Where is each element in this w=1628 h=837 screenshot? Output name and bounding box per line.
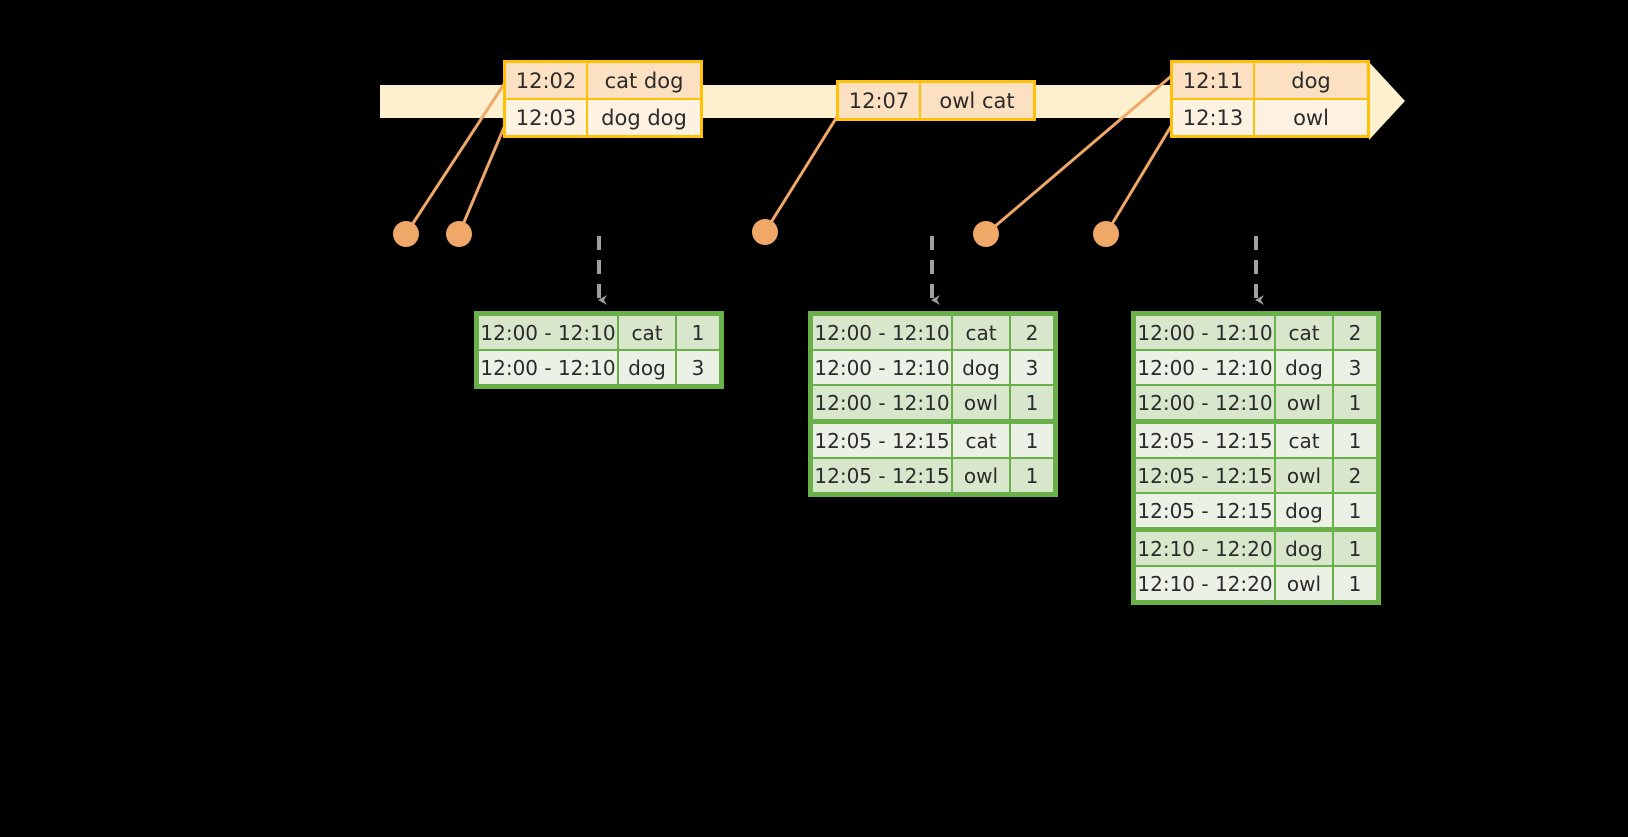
result-cell-window: 12:05 - 12:15 <box>1136 424 1274 457</box>
result-cell-count: 1 <box>1011 386 1053 419</box>
event-time: 12:07 <box>839 83 921 118</box>
event-text: owl <box>1255 100 1367 135</box>
result-cell-window: 12:00 - 12:10 <box>1136 351 1274 384</box>
result-cell-word: cat <box>953 316 1009 349</box>
event-time: 12:03 <box>506 100 588 135</box>
result-cell-word: dog <box>1276 494 1332 527</box>
event-row[interactable]: 12:02 cat dog <box>506 63 700 98</box>
result-cell-window: 12:05 - 12:15 <box>1136 494 1274 527</box>
result-cell-window: 12:00 - 12:10 <box>1136 316 1274 349</box>
result-cell-window: 12:00 - 12:10 <box>1136 386 1274 419</box>
connector-2 <box>457 117 510 235</box>
event-text: dog <box>1255 63 1367 98</box>
connector-5 <box>1104 117 1178 235</box>
marker-dot-2 <box>446 221 472 247</box>
result-cell-window: 12:05 - 12:15 <box>1136 459 1274 492</box>
result-cell-count: 1 <box>1334 494 1376 527</box>
connector-3 <box>763 111 842 233</box>
result-cell-count: 3 <box>1011 351 1053 384</box>
result-cell-count: 1 <box>1334 567 1376 600</box>
event-time: 12:13 <box>1173 100 1255 135</box>
result-cell-count: 3 <box>677 351 719 384</box>
result-cell-word: owl <box>1276 459 1332 492</box>
marker-dot-5 <box>1093 221 1119 247</box>
stream-arrowhead <box>1369 62 1405 140</box>
result-cell-word: dog <box>953 351 1009 384</box>
result-cell-count: 1 <box>677 316 719 349</box>
event-row[interactable]: 12:07 owl cat <box>839 83 1033 118</box>
result-cell-window: 12:00 - 12:10 <box>479 351 617 384</box>
result-cell-count: 1 <box>1334 424 1376 457</box>
result-cell-window: 12:00 - 12:10 <box>813 386 951 419</box>
result-cell-window: 12:05 - 12:15 <box>813 459 951 492</box>
result-cell-word: dog <box>1276 532 1332 565</box>
result-cell-word: cat <box>1276 316 1332 349</box>
result-cell-word: cat <box>953 424 1009 457</box>
result-cell-count: 1 <box>1011 424 1053 457</box>
result-cell-window: 12:00 - 12:10 <box>813 316 951 349</box>
result-cell-window: 12:00 - 12:10 <box>479 316 617 349</box>
event-group-3[interactable]: 12:11 dog 12:13 owl <box>1170 60 1370 138</box>
event-text: cat dog <box>588 63 700 98</box>
result-cell-count: 1 <box>1334 386 1376 419</box>
result-cell-word: cat <box>619 316 675 349</box>
event-time: 12:11 <box>1173 63 1255 98</box>
result-cell-word: owl <box>1276 386 1332 419</box>
result-cell-count: 2 <box>1334 459 1376 492</box>
event-row[interactable]: 12:13 owl <box>1173 98 1367 135</box>
result-cell-word: owl <box>953 386 1009 419</box>
result-cell-count: 1 <box>1334 532 1376 565</box>
result-cell-word: owl <box>953 459 1009 492</box>
result-cell-window: 12:05 - 12:15 <box>813 424 951 457</box>
result-cell-count: 2 <box>1011 316 1053 349</box>
event-group-2[interactable]: 12:07 owl cat <box>836 80 1036 121</box>
result-cell-count: 2 <box>1334 316 1376 349</box>
event-time: 12:02 <box>506 63 588 98</box>
marker-dot-1 <box>393 221 419 247</box>
event-text: owl cat <box>921 83 1033 118</box>
result-cell-window: 12:00 - 12:10 <box>813 351 951 384</box>
result-cell-word: dog <box>619 351 675 384</box>
connector-1 <box>404 77 510 235</box>
result-cell-word: dog <box>1276 351 1332 384</box>
marker-dot-3 <box>752 219 778 245</box>
event-group-1[interactable]: 12:02 cat dog 12:03 dog dog <box>503 60 703 138</box>
result-cell-word: cat <box>1276 424 1332 457</box>
result-cell-window: 12:10 - 12:20 <box>1136 532 1274 565</box>
result-cell-window: 12:10 - 12:20 <box>1136 567 1274 600</box>
emit-arrows <box>597 236 1264 305</box>
event-row[interactable]: 12:03 dog dog <box>506 98 700 135</box>
marker-dots <box>393 219 1119 247</box>
marker-dot-4 <box>973 221 999 247</box>
event-row[interactable]: 12:11 dog <box>1173 63 1367 98</box>
result-cell-count: 1 <box>1011 459 1053 492</box>
result-cell-word: owl <box>1276 567 1332 600</box>
result-cell-count: 3 <box>1334 351 1376 384</box>
event-text: dog dog <box>588 100 700 135</box>
